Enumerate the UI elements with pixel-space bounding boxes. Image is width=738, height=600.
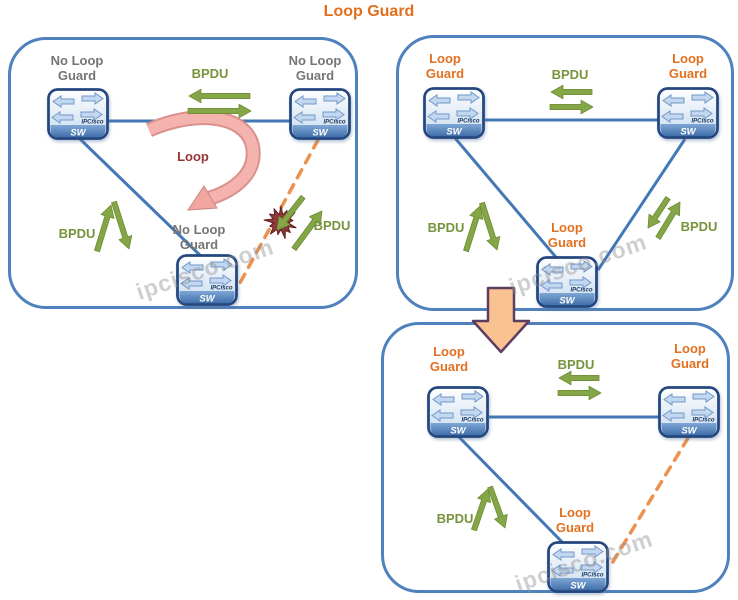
switch-label: Loop Guard xyxy=(668,51,708,81)
link-line xyxy=(453,137,562,263)
bpdu-label: BPDU xyxy=(557,357,595,372)
bpdu-label: BPDU xyxy=(680,219,718,234)
bpdu-arrow-icon xyxy=(487,485,508,529)
switch-icon xyxy=(658,386,720,438)
bpdu-label: BPDU xyxy=(427,220,465,235)
bpdu-arrow-icon xyxy=(479,201,501,251)
bpdu-arrow-icon xyxy=(647,196,671,229)
switch-label: Loop Guard xyxy=(425,51,465,81)
link-line xyxy=(596,138,687,271)
bpdu-arrow-icon xyxy=(471,488,492,532)
bpdu-arrow-icon xyxy=(655,201,681,240)
loop-arrow-icon xyxy=(146,110,261,211)
switch-label: No Loop Guard xyxy=(172,222,226,252)
bpdu-arrow-icon xyxy=(291,210,323,251)
switch-label: No Loop Guard xyxy=(50,53,104,83)
bpdu-arrow-icon xyxy=(111,200,133,250)
bpdu-label: BPDU xyxy=(191,66,229,81)
bpdu-label: BPDU xyxy=(313,218,351,233)
bpdu-arrow-icon xyxy=(187,103,252,119)
bpdu-arrow-icon xyxy=(558,370,600,386)
switch-label: Loop Guard xyxy=(555,505,595,535)
switch-icon xyxy=(547,541,609,593)
switch-icon xyxy=(427,386,489,438)
bpdu-arrow-icon xyxy=(463,205,484,253)
bpdu-arrow-icon xyxy=(550,84,593,100)
bpdu-label: BPDU xyxy=(58,226,96,241)
link-line xyxy=(78,137,208,263)
page-title: Loop Guard xyxy=(323,3,415,20)
transition-arrow-icon xyxy=(471,286,531,354)
switch-icon xyxy=(657,87,719,139)
switch-icon xyxy=(176,254,238,306)
switch-icon xyxy=(289,88,351,140)
bpdu-arrow-icon xyxy=(549,99,594,115)
bpdu-label: BPDU xyxy=(551,67,589,82)
switch-label: Loop Guard xyxy=(670,341,710,371)
switch-label: Loop Guard xyxy=(547,220,587,250)
bpdu-arrow-icon xyxy=(276,194,306,231)
blocked-link-line xyxy=(609,436,690,567)
bpdu-label: BPDU xyxy=(436,511,474,526)
link-line xyxy=(457,435,569,549)
switch-icon xyxy=(536,256,598,308)
bpdu-arrow-icon xyxy=(188,88,251,104)
switch-label: No Loop Guard xyxy=(288,53,342,83)
generated-arrows xyxy=(94,84,681,532)
bpdu-arrow-icon xyxy=(94,204,115,253)
switch-icon xyxy=(47,88,109,140)
bpdu-arrow-icon xyxy=(557,385,602,401)
switch-label: Loop Guard xyxy=(429,344,469,374)
loop-label: Loop xyxy=(177,149,209,164)
switch-icon xyxy=(423,87,485,139)
